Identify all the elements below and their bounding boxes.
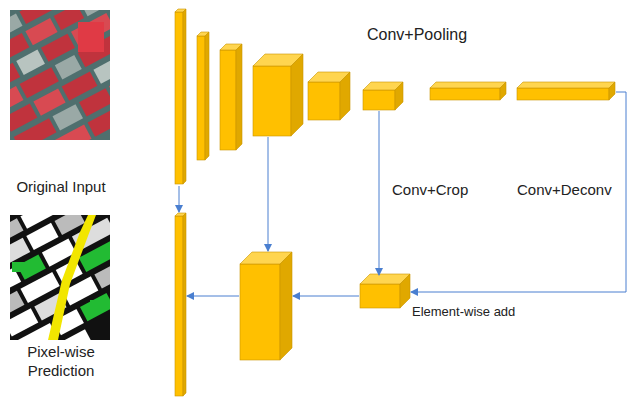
prediction-caption-box: Pixel-wise Prediction xyxy=(8,212,114,402)
skip-label: Conv+Crop xyxy=(392,181,468,198)
data-flow-arrows xyxy=(179,92,626,296)
input-caption-box: Original Input xyxy=(8,8,114,198)
upsample-label: Conv+Deconv xyxy=(517,181,612,198)
feature-maps xyxy=(175,9,615,396)
prediction-image xyxy=(10,215,110,340)
caption-text: Element-wise add xyxy=(412,304,515,320)
input-image xyxy=(10,10,110,140)
caption-text: Pixel-wise Prediction xyxy=(8,343,114,381)
element-wise-add-block: Element-wise add xyxy=(358,278,412,310)
caption-text: Original Input xyxy=(8,178,114,197)
stage-label: Conv+Pooling xyxy=(367,26,467,44)
